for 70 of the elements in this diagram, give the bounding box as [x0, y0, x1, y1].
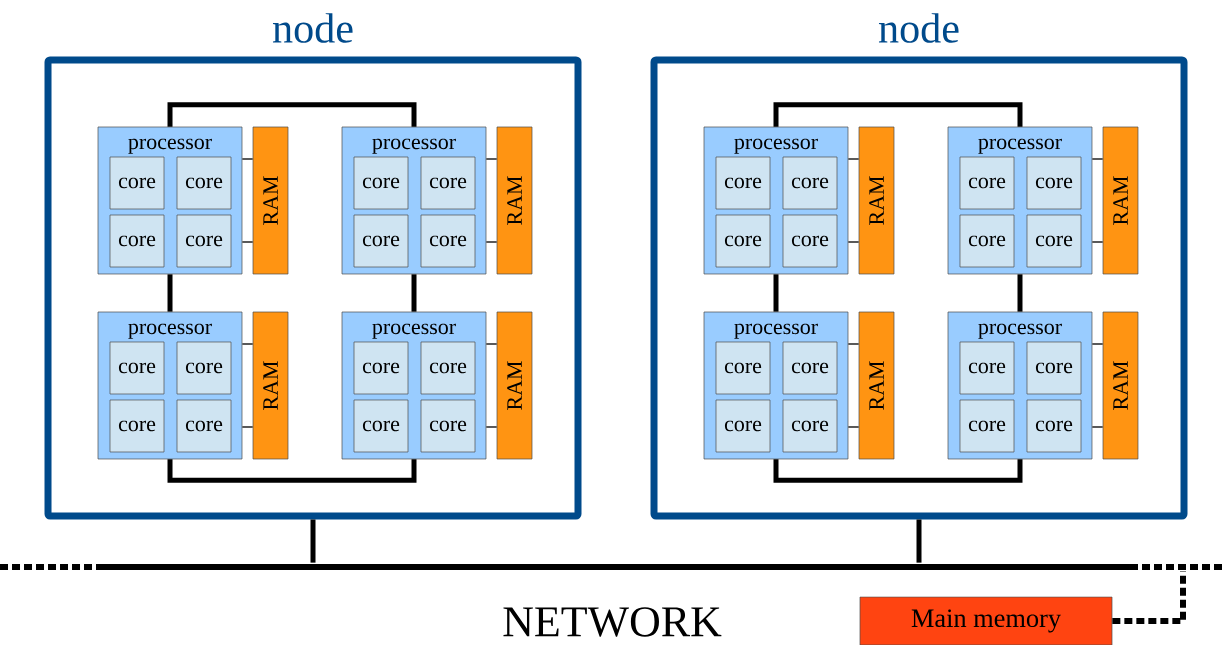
connector — [1017, 274, 1023, 312]
connector — [411, 274, 417, 312]
core-box: core — [420, 156, 476, 210]
connector — [167, 459, 417, 483]
core-box: core — [959, 341, 1015, 395]
ram-box: RAM — [252, 311, 289, 460]
ram-box: RAM — [252, 126, 289, 275]
core-box: core — [959, 214, 1015, 268]
core-box: core — [420, 399, 476, 453]
connector — [773, 459, 1023, 483]
core-box: core — [176, 214, 232, 268]
connector — [1091, 158, 1104, 160]
core-box: core — [176, 341, 232, 395]
core-box: core — [1026, 399, 1082, 453]
connector — [847, 343, 860, 345]
core-box: core — [420, 341, 476, 395]
core-box: core — [109, 341, 165, 395]
core-box: core — [782, 214, 838, 268]
core-box: core — [353, 341, 409, 395]
node-label: node — [272, 13, 353, 43]
connector — [847, 426, 860, 428]
connector — [1091, 241, 1104, 243]
core-box: core — [353, 156, 409, 210]
core-box: core — [782, 399, 838, 453]
ram-box: RAM — [1102, 126, 1139, 275]
ram-box: RAM — [496, 126, 533, 275]
core-box: core — [715, 156, 771, 210]
connector — [485, 343, 498, 345]
node-label: node — [878, 13, 959, 43]
connector — [241, 343, 254, 345]
connector — [167, 274, 173, 312]
core-box: core — [959, 156, 1015, 210]
connector — [241, 426, 254, 428]
core-box: core — [176, 156, 232, 210]
connector — [485, 241, 498, 243]
ram-box: RAM — [858, 126, 895, 275]
connector — [773, 274, 779, 312]
core-box: core — [353, 399, 409, 453]
connector — [241, 158, 254, 160]
core-box: core — [1026, 214, 1082, 268]
ram-box: RAM — [858, 311, 895, 460]
core-box: core — [782, 156, 838, 210]
connector — [310, 519, 316, 563]
core-box: core — [109, 214, 165, 268]
core-box: core — [1026, 341, 1082, 395]
connector — [773, 102, 1023, 127]
connector — [485, 426, 498, 428]
connector — [1091, 343, 1104, 345]
core-box: core — [109, 399, 165, 453]
connector — [1091, 426, 1104, 428]
core-box: core — [420, 214, 476, 268]
core-box: core — [715, 214, 771, 268]
core-box: core — [959, 399, 1015, 453]
core-box: core — [353, 214, 409, 268]
connector — [1112, 571, 1186, 624]
core-box: core — [109, 156, 165, 210]
connector — [241, 241, 254, 243]
core-box: core — [715, 341, 771, 395]
core-box: core — [176, 399, 232, 453]
connector — [485, 158, 498, 160]
connector — [847, 241, 860, 243]
connector — [847, 158, 860, 160]
memory-box: Main memory — [859, 596, 1113, 645]
connector — [167, 102, 417, 127]
core-box: core — [1026, 156, 1082, 210]
ram-box: RAM — [1102, 311, 1139, 460]
ram-box: RAM — [496, 311, 533, 460]
connector — [916, 519, 922, 563]
core-box: core — [715, 399, 771, 453]
core-box: core — [782, 341, 838, 395]
